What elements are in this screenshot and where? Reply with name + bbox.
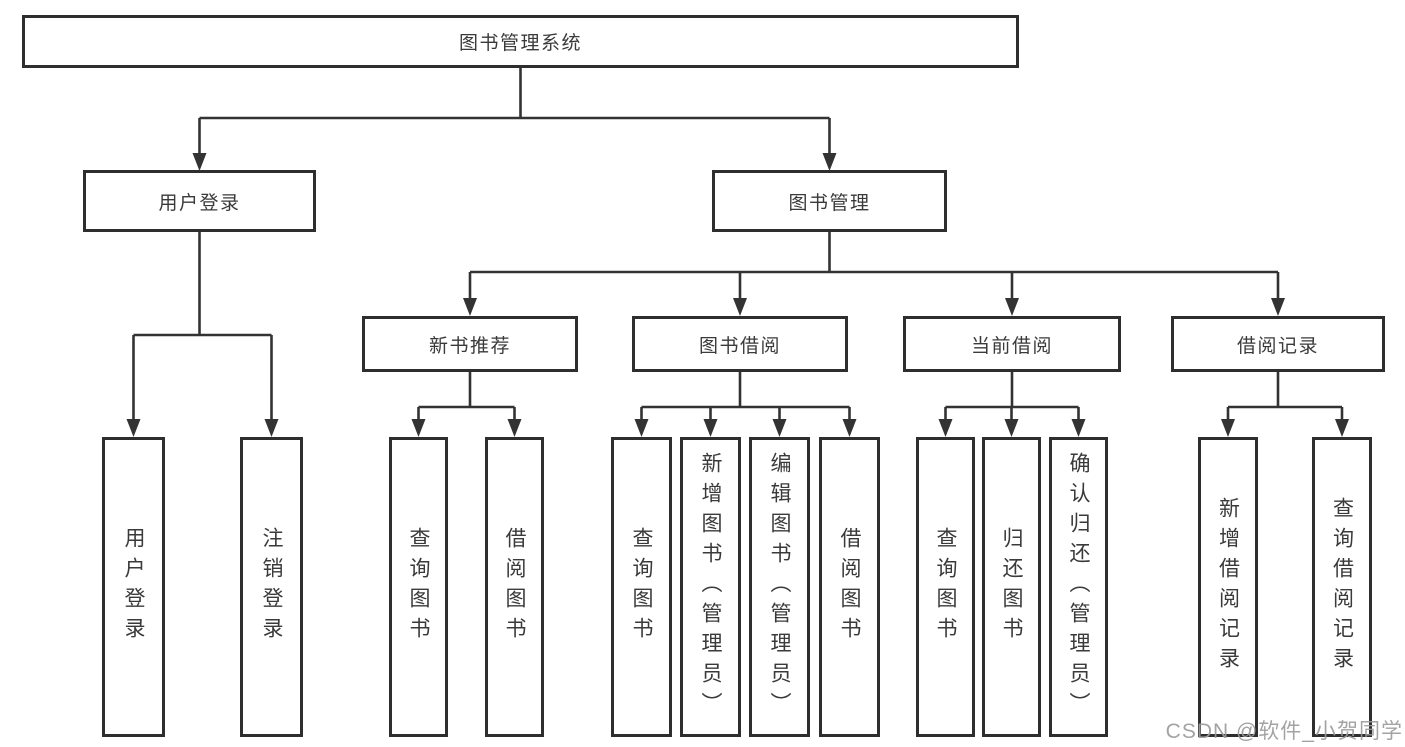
node-new-book-recommend: 新书推荐 — [362, 316, 578, 372]
node-current-borrow-label: 当前借阅 — [970, 335, 1053, 357]
node-book-borrow: 图书借阅 — [632, 316, 848, 372]
leaf-query-book-borrow: 查询图书 — [611, 437, 672, 737]
leaf-query-book-current-label: 查询图书 — [934, 527, 957, 647]
node-borrow-records-label: 借阅记录 — [1236, 335, 1319, 357]
leaf-borrow-book-label: 借阅图书 — [838, 527, 861, 647]
connector-current-borrow-to-leaves — [938, 372, 1086, 437]
leaf-borrow-book-recommend-label: 借阅图书 — [503, 527, 526, 647]
leaf-logout-label: 注销登录 — [260, 527, 283, 647]
csdn-watermark: CSDN @软件_小贺同学 — [1165, 720, 1403, 743]
node-root: 图书管理系统 — [22, 15, 1019, 68]
leaf-query-book-recommend-label: 查询图书 — [407, 527, 430, 647]
node-current-borrow: 当前借阅 — [903, 316, 1121, 372]
leaf-edit-book-admin-label: 编辑图书（管理员） — [768, 452, 791, 722]
leaf-confirm-return-admin: 确认归还（管理员） — [1049, 437, 1108, 737]
leaf-add-book-admin: 新增图书（管理员） — [680, 437, 741, 737]
leaf-user-login: 用户登录 — [102, 437, 165, 737]
connector-root-to-level2 — [192, 68, 837, 171]
node-user-login: 用户登录 — [83, 170, 316, 232]
leaf-borrow-book: 借阅图书 — [819, 437, 880, 737]
connector-user-login-to-leaves — [126, 232, 279, 437]
leaf-query-borrow-record-label: 查询借阅记录 — [1330, 497, 1354, 677]
leaf-return-book-label: 归还图书 — [1000, 527, 1023, 647]
leaf-confirm-return-admin-label: 确认归还（管理员） — [1067, 452, 1090, 722]
leaf-add-book-admin-label: 新增图书（管理员） — [699, 452, 722, 722]
connector-borrow-records-to-leaves — [1221, 372, 1349, 437]
node-user-login-label: 用户登录 — [158, 192, 241, 214]
leaf-borrow-book-recommend: 借阅图书 — [485, 437, 544, 737]
leaf-query-book-recommend: 查询图书 — [389, 437, 448, 737]
leaf-query-book-current: 查询图书 — [916, 437, 975, 737]
node-root-label: 图书管理系统 — [458, 33, 582, 54]
node-book-management: 图书管理 — [712, 170, 947, 232]
node-book-management-label: 图书管理 — [788, 192, 871, 214]
leaf-user-login-label: 用户登录 — [122, 527, 145, 647]
leaf-add-borrow-record-label: 新增借阅记录 — [1216, 497, 1240, 677]
node-book-borrow-label: 图书借阅 — [698, 335, 781, 357]
leaf-add-borrow-record: 新增借阅记录 — [1198, 437, 1258, 737]
connector-book-borrow-to-leaves — [634, 372, 857, 437]
connector-book-management-to-level3 — [463, 232, 1285, 316]
leaf-query-book-borrow-label: 查询图书 — [630, 527, 653, 647]
leaf-return-book: 归还图书 — [982, 437, 1041, 737]
node-borrow-records: 借阅记录 — [1171, 316, 1385, 372]
leaf-query-borrow-record: 查询借阅记录 — [1312, 437, 1372, 737]
leaf-logout: 注销登录 — [240, 437, 303, 737]
node-new-book-recommend-label: 新书推荐 — [428, 335, 511, 357]
connector-new-book-recommend-to-leaves — [411, 372, 522, 437]
leaf-edit-book-admin: 编辑图书（管理员） — [749, 437, 810, 737]
